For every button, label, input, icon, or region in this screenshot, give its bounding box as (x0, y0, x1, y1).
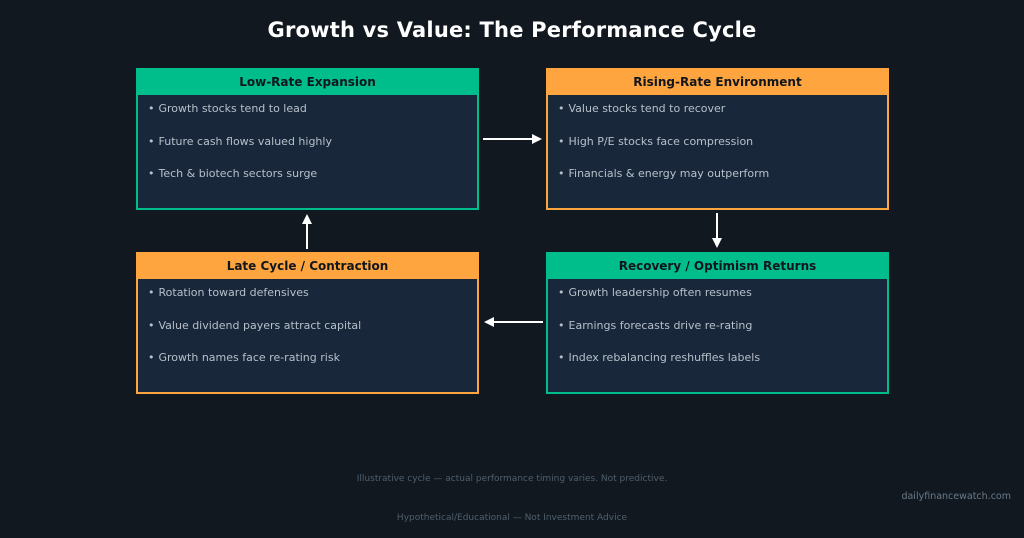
bullet-list: •Rotation toward defensives •Value divid… (138, 279, 477, 385)
bullet-icon: • (148, 318, 155, 332)
bullet-icon: • (148, 351, 155, 364)
card-title: Rising-Rate Environment (548, 70, 887, 95)
bullet-list: •Value stocks tend to recover •High P/E … (548, 95, 887, 201)
list-item: •Growth stocks tend to lead (148, 103, 477, 136)
card-title: Recovery / Optimism Returns (548, 254, 887, 279)
bullet-text: Rotation toward defensives (158, 286, 309, 299)
list-item: •Growth names face re-rating risk (148, 352, 477, 385)
list-item: •High P/E stocks face compression (558, 134, 887, 169)
bullet-text: Financials & energy may outperform (568, 167, 770, 180)
bullet-icon: • (558, 351, 565, 364)
bullet-icon: • (558, 134, 565, 148)
bullet-text: Future cash flows valued highly (158, 134, 332, 148)
footnote: Illustrative cycle — actual performance … (356, 474, 668, 484)
bullet-text: Index rebalancing reshuffles labels (568, 351, 761, 364)
card-late-cycle-contraction: Late Cycle / Contraction •Rotation towar… (136, 252, 479, 394)
list-item: •Index rebalancing reshuffles labels (558, 352, 887, 385)
bullet-text: Value dividend payers attract capital (158, 318, 362, 332)
disclaimer: Hypothetical/Educational — Not Investmen… (396, 513, 628, 523)
list-item: •Value dividend payers attract capital (148, 318, 477, 353)
card-title: Low-Rate Expansion (138, 70, 477, 95)
bullet-text: Growth leadership often resumes (568, 286, 752, 299)
diagram-title: Growth vs Value: The Performance Cycle (267, 18, 757, 42)
bullet-text: Value stocks tend to recover (568, 102, 726, 115)
bullet-icon: • (558, 286, 565, 299)
bullet-icon: • (558, 102, 565, 115)
bullet-list: •Growth stocks tend to lead •Future cash… (138, 95, 477, 201)
bullet-text: High P/E stocks face compression (568, 134, 754, 148)
bullet-text: Earnings forecasts drive re-rating (568, 318, 753, 332)
list-item: •Tech & biotech sectors surge (148, 168, 477, 201)
arrow-left-icon (484, 317, 543, 327)
card-rising-rate-environment: Rising-Rate Environment •Value stocks te… (546, 68, 889, 210)
brand-link[interactable]: dailyfinancewatch.com (901, 491, 1011, 502)
card-low-rate-expansion: Low-Rate Expansion •Growth stocks tend t… (136, 68, 479, 210)
bullet-text: Growth names face re-rating risk (158, 351, 340, 364)
list-item: •Financials & energy may outperform (558, 168, 887, 201)
card-title: Late Cycle / Contraction (138, 254, 477, 279)
list-item: •Earnings forecasts drive re-rating (558, 318, 887, 353)
arrow-right-icon (483, 134, 542, 144)
bullet-list: •Growth leadership often resumes •Earnin… (548, 279, 887, 385)
bullet-text: Tech & biotech sectors surge (158, 167, 318, 180)
bullet-text: Growth stocks tend to lead (158, 102, 307, 115)
list-item: •Value stocks tend to recover (558, 103, 887, 136)
bullet-icon: • (558, 318, 565, 332)
list-item: •Future cash flows valued highly (148, 134, 477, 169)
arrow-down-icon (712, 213, 722, 248)
list-item: •Rotation toward defensives (148, 287, 477, 320)
bullet-icon: • (558, 167, 565, 180)
bullet-icon: • (148, 102, 155, 115)
list-item: •Growth leadership often resumes (558, 287, 887, 320)
bullet-icon: • (148, 134, 155, 148)
bullet-icon: • (148, 167, 155, 180)
card-recovery-optimism-returns: Recovery / Optimism Returns •Growth lead… (546, 252, 889, 394)
arrow-up-icon (302, 214, 312, 249)
bullet-icon: • (148, 286, 155, 299)
